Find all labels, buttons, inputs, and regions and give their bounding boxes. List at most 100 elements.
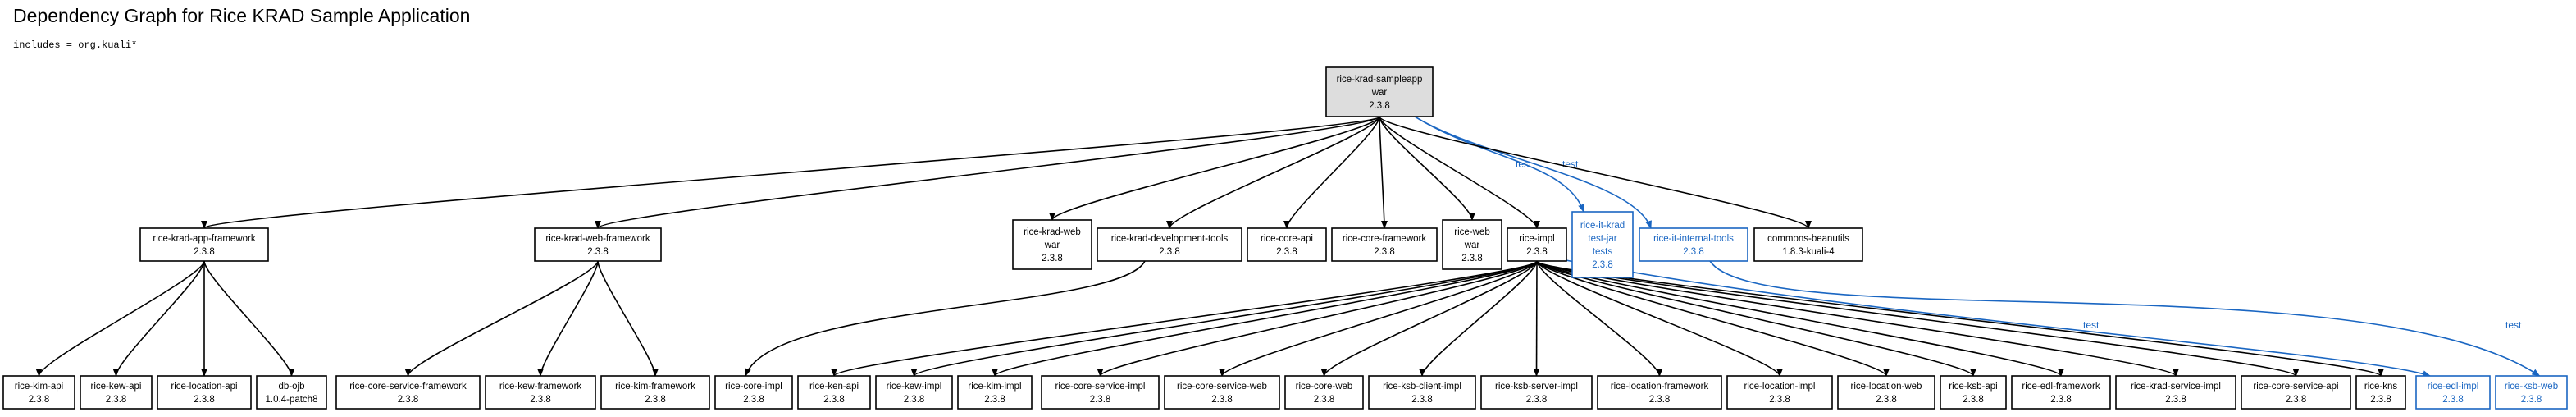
node-label-ksb-client-impl-0: rice-ksb-client-impl [1383,382,1461,392]
node-web-fw: rice-krad-web-framework 2.3.8 [534,227,662,262]
edge-web-fw-to-kew-fw [537,260,599,377]
node-box-core-svc-impl [1041,375,1160,410]
edge-rice-impl-to-location-fw [1536,260,1663,377]
node-label-it-internal-0: rice-it-internal-tools [1653,234,1734,244]
node-box-kew-impl [875,375,953,410]
node-label-location-impl-1: 2.3.8 [1769,395,1790,405]
node-label-ksb-web-0: rice-ksb-web [2505,382,2558,392]
node-label-it-krad-2: tests [1593,247,1613,257]
node-label-location-api-0: rice-location-api [171,382,237,392]
node-label-rice-web-0: rice-web [1454,227,1489,237]
node-label-core-svc-web-1: 2.3.8 [1211,395,1233,405]
node-box-core-web [1284,375,1364,410]
node-box-ken-api [797,375,871,410]
node-box-location-web [1837,375,1935,410]
node-box-kim-fw [600,375,710,410]
edge-root-to-rice-impl [1379,116,1540,229]
edge-root-to-core-fw [1379,116,1388,229]
edge-root-to-it-internal [1411,114,1652,229]
node-label-kim-fw-1: 2.3.8 [645,395,666,405]
node-label-kim-impl-0: rice-kim-impl [968,382,1021,392]
node-box-edl-fw [2011,375,2111,410]
edge-root-to-core-api-top [1283,116,1380,229]
node-label-rice-impl-0: rice-impl [1519,234,1554,244]
node-label-root-1: war [1371,88,1388,98]
edge-rice-impl-to-kns [1536,260,2384,377]
page-title: Dependency Graph for Rice KRAD Sample Ap… [13,5,471,26]
node-box-app-fw [139,227,269,262]
node-box-core-impl [714,375,793,410]
node-label-kim-fw-0: rice-kim-framework [615,382,695,392]
edge-rice-impl-to-ksb-client-impl [1419,260,1538,377]
node-label-core-web-1: 2.3.8 [1314,395,1335,405]
edge-label-root-to-it-internal: test [1562,158,1579,170]
includes-filter: includes = org.kuali* [13,39,138,51]
node-label-kew-fw-0: rice-kew-framework [499,382,582,392]
node-box-it-krad [1571,211,1634,278]
edge-rice-impl-to-core-svc-api [1536,260,2300,377]
edge-rice-impl-to-edl-fw [1536,260,2064,377]
node-box-edl-impl [2415,375,2491,410]
node-label-core-fw-1: 2.3.8 [1374,247,1395,257]
node-location-api: rice-location-api 2.3.8 [157,375,252,410]
node-label-root-2: 2.3.8 [1369,101,1390,111]
node-label-core-svc-api-0: rice-core-service-api [2253,382,2338,392]
node-label-it-krad-1: test-jar [1588,234,1616,244]
node-label-ksb-web-1: 2.3.8 [2521,395,2542,405]
node-box-core-svc-fw [335,375,481,410]
node-box-location-api [157,375,252,410]
edge-rice-impl-to-ksb-server-impl [1533,260,1540,377]
edge-rice-impl-to-core-svc-web [1219,260,1538,377]
edge-rice-impl-to-kew-impl [910,260,1538,377]
node-label-dev-tools-1: 2.3.8 [1159,247,1180,257]
node-box-core-fw [1331,227,1438,262]
node-ksb-web: rice-ksb-web 2.3.8 [2495,375,2568,410]
node-label-ksb-client-impl-1: 2.3.8 [1411,395,1433,405]
node-box-it-internal [1639,227,1748,262]
edge-web-fw-to-core-svc-fw [404,260,599,377]
edge-app-fw-to-kim-api [35,260,205,377]
node-label-core-web-0: rice-core-web [1296,382,1353,392]
node-label-web-fw-1: 2.3.8 [587,247,609,257]
node-label-location-fw-1: 2.3.8 [1649,395,1671,405]
node-label-kew-fw-1: 2.3.8 [530,395,551,405]
node-label-core-impl-1: 2.3.8 [743,395,764,405]
node-dev-tools: rice-krad-development-tools 2.3.8 [1097,227,1242,262]
node-label-it-internal-1: 2.3.8 [1683,247,1704,257]
node-label-location-fw-0: rice-location-framework [1611,382,1709,392]
node-label-krad-web-0: rice-krad-web [1024,227,1081,237]
node-kew-fw: rice-kew-framework 2.3.8 [485,375,596,410]
node-label-kew-impl-0: rice-kew-impl [887,382,942,392]
node-label-ksb-server-impl-1: 2.3.8 [1526,395,1548,405]
node-label-web-fw-0: rice-krad-web-framework [545,234,650,244]
node-box-ksb-client-impl [1368,375,1476,410]
node-box-ksb-web [2495,375,2568,410]
node-label-core-svc-impl-0: rice-core-service-impl [1055,382,1146,392]
node-label-edl-impl-0: rice-edl-impl [2428,382,2479,392]
node-label-location-api-1: 2.3.8 [194,395,215,405]
node-location-impl: rice-location-impl 2.3.8 [1726,375,1833,410]
node-label-core-svc-api-1: 2.3.8 [2286,395,2307,405]
node-it-internal: rice-it-internal-tools 2.3.8 [1639,227,1748,262]
node-box-rice-web [1442,219,1502,270]
edge-root-to-app-fw [201,116,1380,229]
node-label-dev-tools-0: rice-krad-development-tools [1111,234,1229,244]
node-label-kew-impl-1: 2.3.8 [904,395,925,405]
node-box-kew-api [80,375,153,410]
edge-rice-impl-to-location-web [1536,260,1890,377]
node-label-location-impl-0: rice-location-impl [1744,382,1816,392]
node-label-core-svc-fw-1: 2.3.8 [398,395,419,405]
node-box-kew-fw [485,375,596,410]
node-box-core-api-top [1247,227,1327,262]
node-label-ksb-api-0: rice-ksb-api [1949,382,1997,392]
node-kew-impl: rice-kew-impl 2.3.8 [875,375,953,410]
